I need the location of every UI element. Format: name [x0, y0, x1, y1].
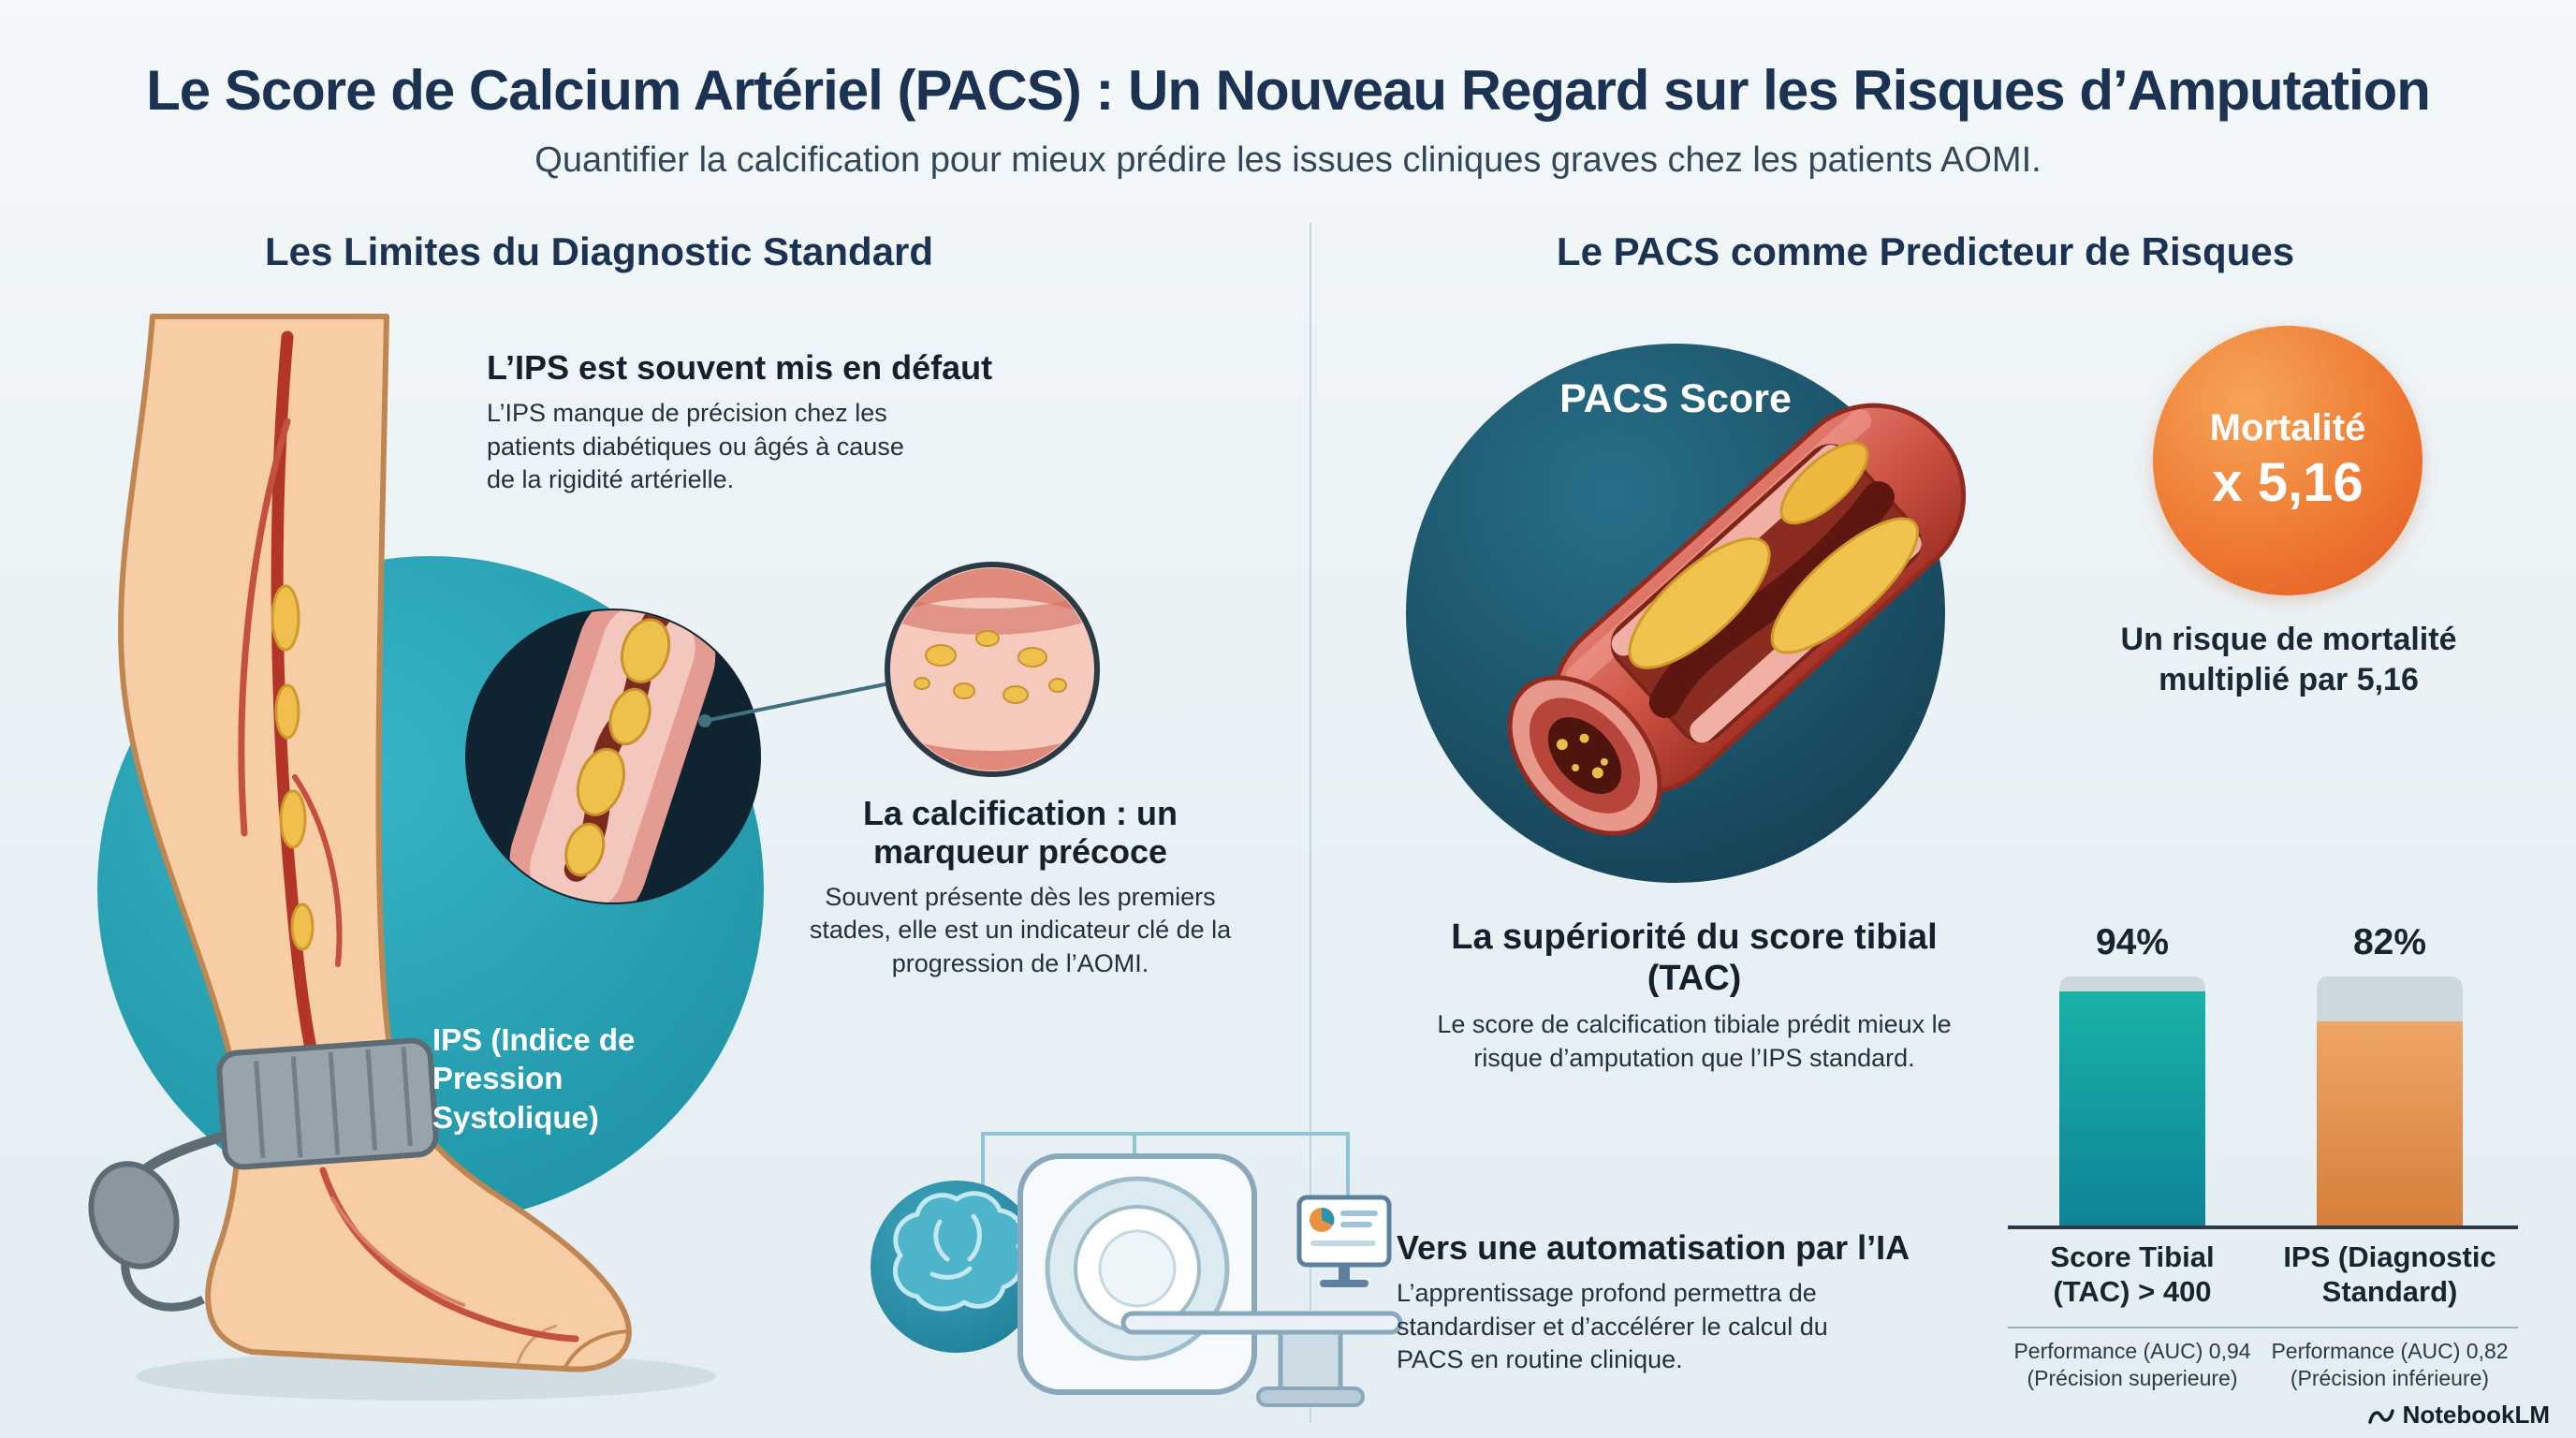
- section-title-right: Le PACS comme Predicteur de Risques: [1556, 229, 2295, 273]
- section-title-left: Les Limites du Diagnostic Standard: [264, 229, 934, 273]
- brand-name: NotebookLM: [2402, 1401, 2550, 1429]
- chart-axis-line: [2008, 1225, 2518, 1229]
- page-title: Le Score de Calcium Artériel (PACS) : Un…: [146, 59, 2431, 122]
- pacs-score-label: PACS Score: [1559, 376, 1792, 421]
- footnote-ips: Performance (AUC) 0,82 (Précision inféri…: [2271, 1339, 2509, 1390]
- tibial-superiority-block: La supériorité du score tibial (TAC) Le …: [1413, 917, 1975, 1076]
- pacs-artery-illustration: [1406, 344, 1967, 883]
- ai-title: Vers une automatisation par l’IA: [1397, 1228, 1910, 1267]
- pump-bulb: [88, 1161, 180, 1269]
- brain-icon: [892, 1191, 1025, 1312]
- bar-fill-tac: [2059, 990, 2205, 1225]
- mortality-badge-value: x 5,16: [2212, 452, 2364, 513]
- bar-label-ips: IPS (Diagnostic Standard): [2283, 1240, 2496, 1308]
- zoom-connector-line: [704, 680, 900, 723]
- mortality-badge: Mortalité x 5,16: [2153, 326, 2422, 595]
- ai-automation-block: Vers une automatisation par l’IA L’appre…: [1397, 1228, 1996, 1377]
- auc-bar-chart: 94% 82% Score Tibial (TAC) > 400 IPS (Di…: [2003, 922, 2527, 1409]
- calcification-zoom-circle: [885, 562, 1100, 777]
- bar-tac: [2059, 976, 2205, 1225]
- mortality-caption: Un risque de mortalité multiplié par 5,1…: [2120, 622, 2457, 697]
- ips-leg-label: IPS (Indice de Pression Systolique): [432, 1022, 636, 1135]
- leg-illustration: [88, 314, 1100, 1401]
- ips-limit-block: L’IPS est souvent mis en défaut L’IPS ma…: [487, 348, 1048, 497]
- ai-body: L’apprentissage profond permettra de sta…: [1397, 1279, 1828, 1374]
- brand-footer: NotebookLM: [2367, 1401, 2550, 1430]
- tibial-body: Le score de calcification tibiale prédit…: [1437, 1010, 1952, 1072]
- artery-inset-circle: [465, 609, 761, 904]
- bp-cuff: [88, 1037, 439, 1312]
- ct-scanner: [1017, 1153, 1403, 1407]
- bar-value-ips: 82%: [2352, 922, 2427, 962]
- ct-scanner-illustration: [871, 1132, 1403, 1407]
- bar-label-tac: Score Tibial (TAC) > 400: [2050, 1240, 2215, 1308]
- bar-ips: [2317, 976, 2463, 1225]
- calcification-block: La calcification : un marqueur précoce S…: [805, 794, 1236, 981]
- page-subtitle: Quantifier la calcification pour mieux p…: [534, 140, 2042, 180]
- leg-arteries: [238, 330, 579, 1343]
- monitor: [1296, 1195, 1392, 1287]
- notebooklm-logo-icon: [2367, 1408, 2394, 1424]
- vertical-divider: [1310, 223, 1311, 1423]
- artery-3d: [1507, 403, 1967, 836]
- calcification-body: Souvent présente dès les premiers stades…: [809, 882, 1232, 978]
- calcification-title: La calcification : un marqueur précoce: [862, 794, 1178, 872]
- chart-baseline-2: [2008, 1327, 2518, 1328]
- tibial-title: La supériorité du score tibial (TAC): [1451, 917, 1938, 998]
- footnote-tac: Performance (AUC) 0,94 (Précision superi…: [2013, 1339, 2251, 1390]
- ips-limit-title: L’IPS est souvent mis en défaut: [487, 348, 993, 387]
- ips-limit-body: L’IPS manque de précision chez les patie…: [487, 399, 904, 494]
- bar-value-tac: 94%: [2095, 922, 2170, 962]
- mortality-badge-label: Mortalité: [2209, 407, 2366, 448]
- bar-fill-ips: [2317, 1020, 2463, 1225]
